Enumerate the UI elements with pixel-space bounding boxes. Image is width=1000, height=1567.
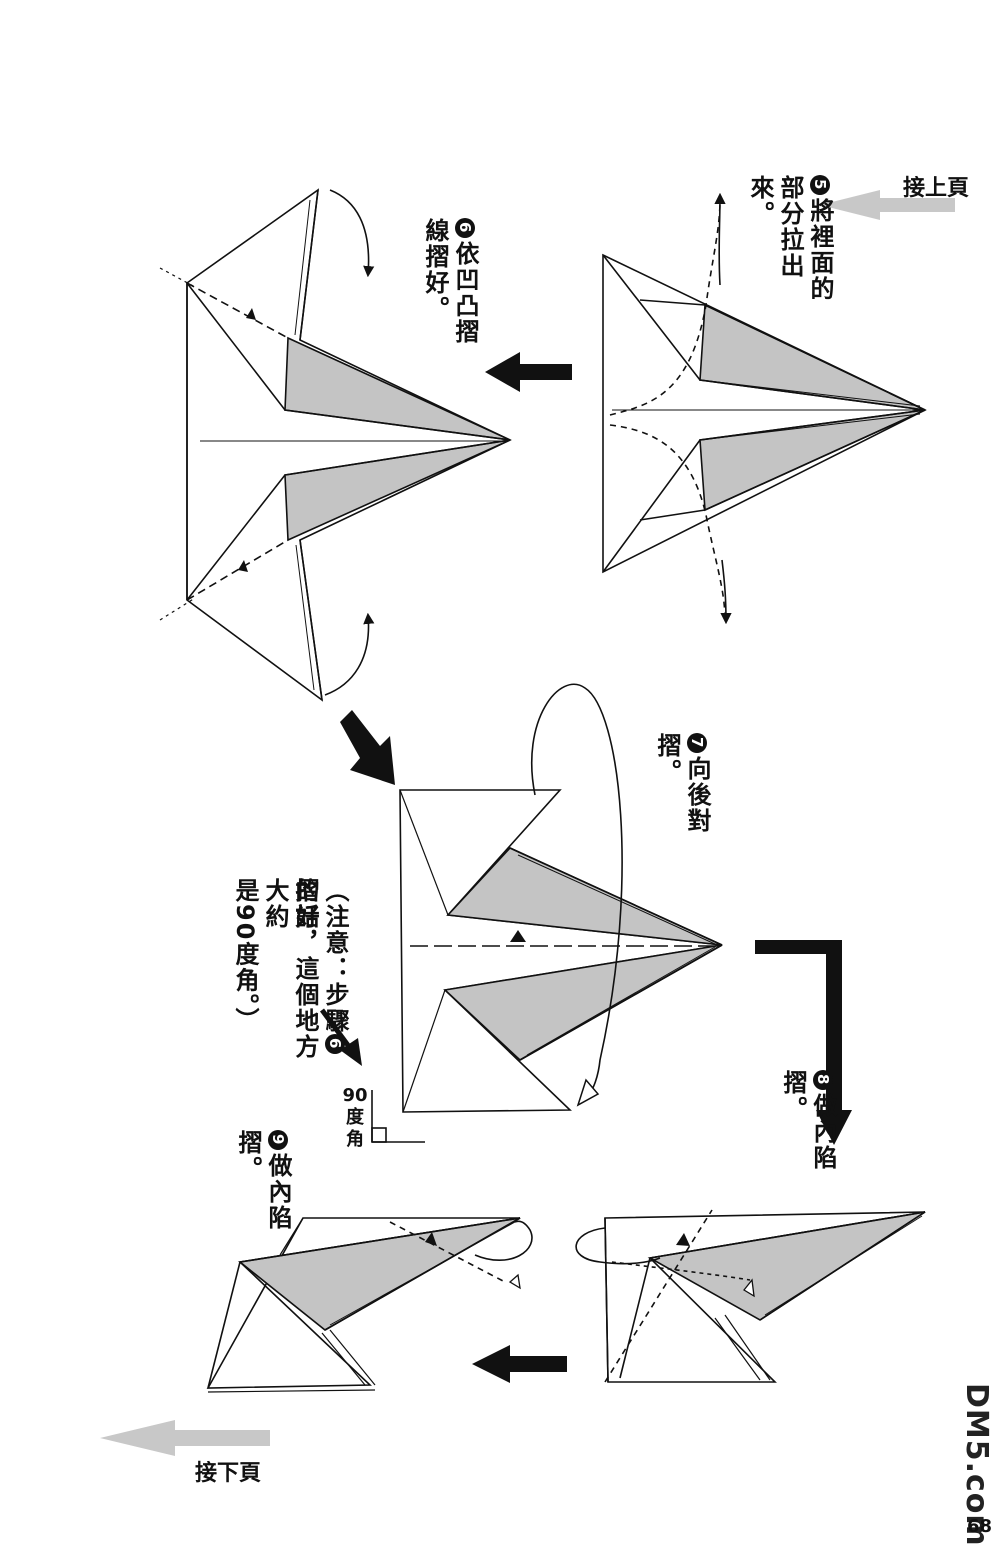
step9-figure <box>206 1217 533 1393</box>
continued-to-arrow-icon <box>100 1420 270 1456</box>
angle-label: 90 度 角 <box>340 1085 370 1151</box>
note-column-3: 是90度角。） <box>231 878 259 1034</box>
angle-unit-1: 度 <box>346 1107 364 1128</box>
step6-figure <box>159 188 512 702</box>
continued-from-arrow-icon <box>820 190 955 220</box>
note-pointer-arrow <box>319 1008 362 1066</box>
step8-text: 做內陷摺。 <box>779 1070 837 1171</box>
step7-instruction: 7向後對摺。 <box>652 733 712 873</box>
step7-text: 向後對摺。 <box>653 733 711 834</box>
step6-text: 依凹凸摺線摺好。 <box>421 218 479 345</box>
flow-arrow-8-to-9 <box>472 1345 567 1383</box>
watermark: DM5.com <box>959 1383 994 1547</box>
step9-instruction: 9做內陷摺。 <box>233 1130 293 1270</box>
step5-figure <box>602 192 927 625</box>
step5-number: 5 <box>810 175 830 195</box>
note-column-1: （注意：步驟6摺好 <box>290 878 350 1078</box>
note-column-2: 的話，這個地方大約 <box>261 878 319 1060</box>
step9-text: 做內陷摺。 <box>234 1130 292 1231</box>
angle-value: 90 <box>342 1085 368 1106</box>
step9-number: 9 <box>268 1130 288 1150</box>
right-angle-mark <box>371 1090 425 1143</box>
step6-instruction: 6依凹凸摺線摺好。 <box>420 218 480 348</box>
flow-arrow-6-to-7 <box>340 710 395 785</box>
step5-instruction: 5將裡面的部分拉出來。 <box>745 175 835 325</box>
flow-arrow-5-to-6 <box>485 352 572 392</box>
note-step-ref: 6 <box>325 1034 345 1054</box>
page-number: 68 <box>966 1516 992 1537</box>
step6-number: 6 <box>455 218 475 238</box>
continued-from-label: 接上頁 <box>903 176 970 201</box>
continued-to-label: 接下頁 <box>195 1461 262 1486</box>
flow-arrow-7-to-8 <box>755 940 852 1145</box>
step8-figure <box>575 1209 926 1383</box>
step8-instruction: 8做內陷摺。 <box>778 1070 838 1210</box>
step7-number: 7 <box>687 733 707 753</box>
angle-unit-2: 角 <box>346 1129 364 1150</box>
step8-number: 8 <box>813 1070 833 1090</box>
step5-text: 將裡面的部分拉出來。 <box>746 175 834 302</box>
step7-figure <box>399 683 723 1113</box>
